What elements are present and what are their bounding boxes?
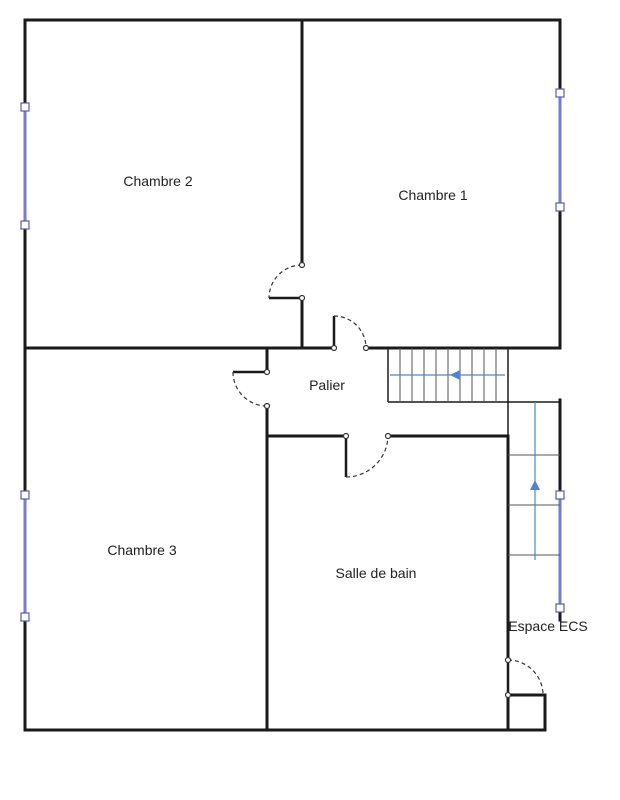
staircase [390,348,560,560]
room-label-palier: Palier [309,377,345,393]
stair-treads-lower [508,454,560,556]
stair-arrowhead-up-icon [530,480,540,490]
stair-arrow-horizontal [390,370,505,380]
door-chambre3 [232,368,271,410]
room-label-salle-de-bain: Salle de bain [336,565,417,581]
room-label-chambre2: Chambre 2 [123,173,192,189]
room-label-espace-ecs: Espace ECS [508,618,587,634]
door-espace-ecs [504,656,544,699]
window-chambre3 [20,490,30,622]
door-salle-de-bain [342,432,392,478]
stair-arrowhead-left-icon [450,370,460,380]
window-chambre2 [20,102,30,230]
room-label-chambre3: Chambre 3 [107,542,176,558]
window-espace-ecs [555,490,565,613]
door-chambre2 [268,261,306,302]
window-chambre1 [555,88,565,212]
interior-walls [23,18,562,732]
doors [232,261,544,699]
windows [20,88,565,622]
stair-arrow-vertical [530,402,540,560]
room-label-chambre1: Chambre 1 [398,187,467,203]
door-chambre1 [330,315,370,352]
room-labels: Chambre 2 Chambre 1 Palier Chambre 3 Sal… [107,173,587,634]
